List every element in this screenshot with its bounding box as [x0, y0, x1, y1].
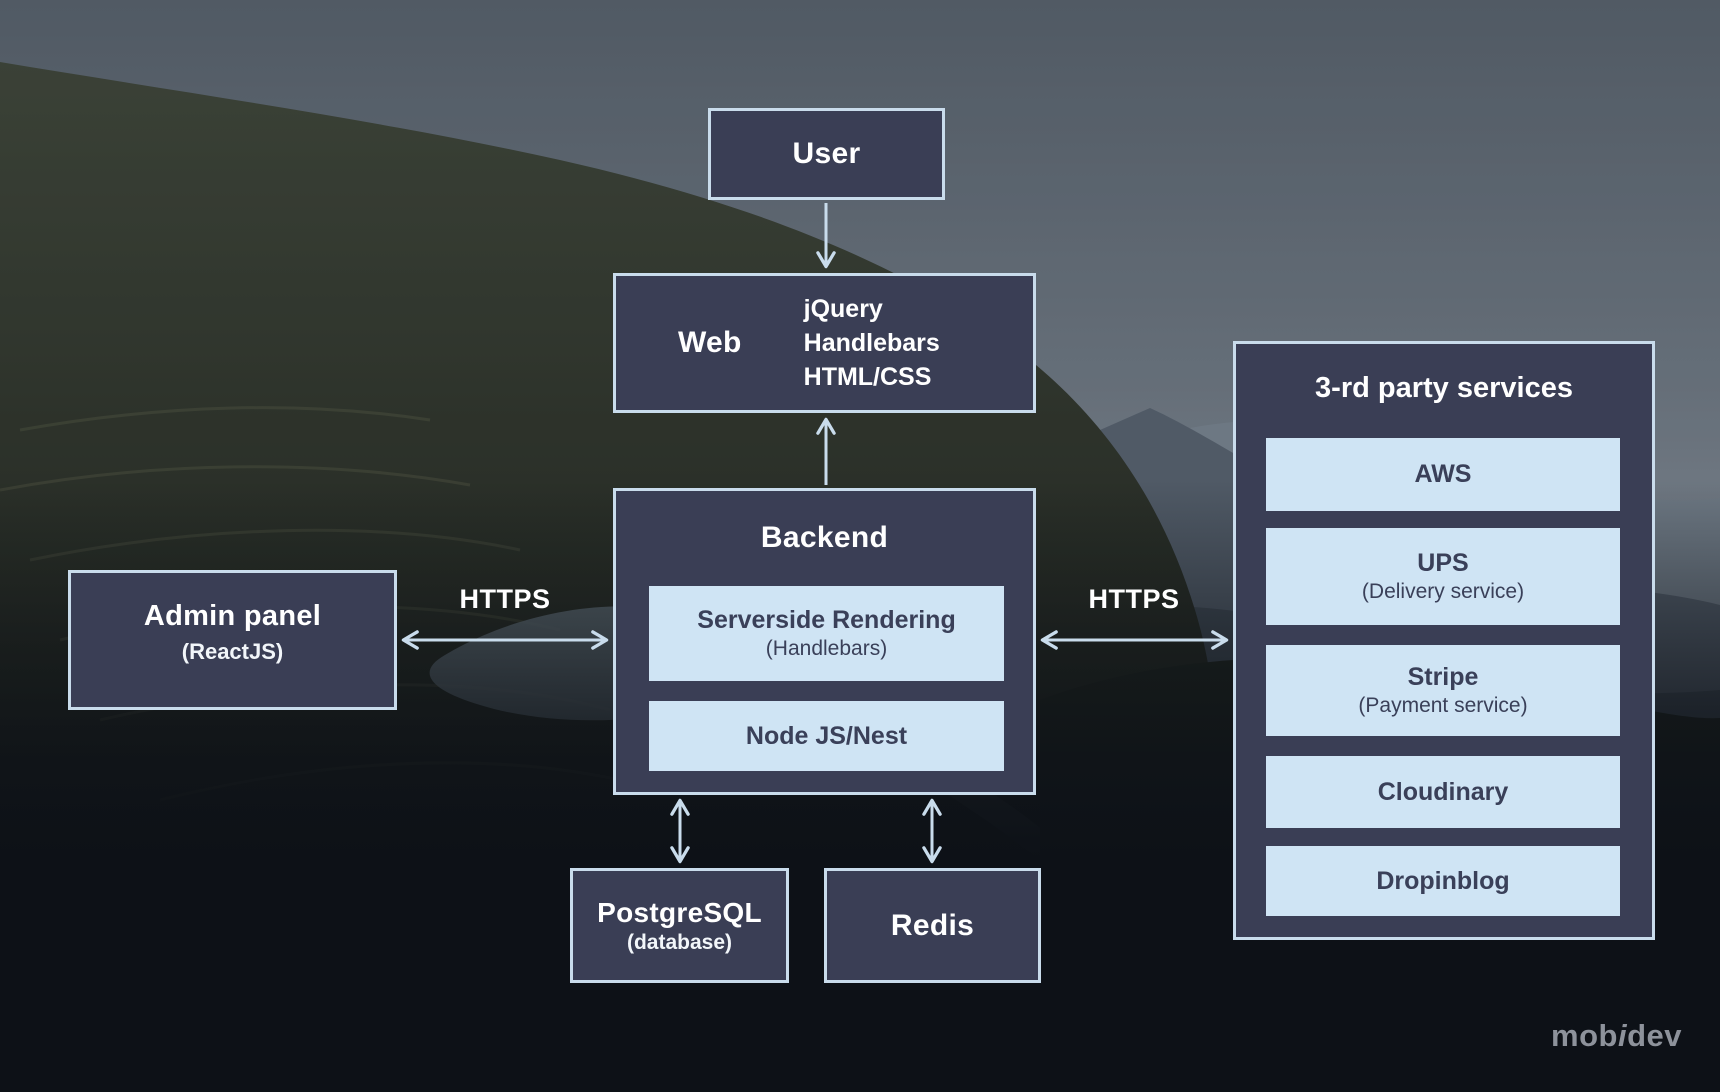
backend-node: Backend Serverside Rendering (Handlebars…	[613, 488, 1036, 795]
https-label-backend-services: HTTPS	[1088, 584, 1180, 614]
web-tech-item: jQuery	[803, 294, 883, 323]
postgresql-title: PostgreSQL	[597, 896, 762, 928]
service-title: Dropinblog	[1376, 866, 1510, 895]
web-node: Web jQuery Handlebars HTML/CSS	[613, 273, 1036, 413]
logo-prefix: mob	[1551, 1018, 1618, 1053]
service-cloudinary: Cloudinary	[1266, 756, 1620, 828]
web-tech-list: jQuery Handlebars HTML/CSS	[804, 294, 1033, 393]
logo-suffix: dev	[1627, 1018, 1682, 1053]
https-label-admin-backend: HTTPS	[459, 584, 551, 614]
service-ups: UPS (Delivery service)	[1266, 528, 1620, 625]
postgresql-node: PostgreSQL (database)	[570, 868, 789, 983]
mobidev-logo: mobidev	[1551, 1018, 1682, 1054]
service-subtitle: (Payment service)	[1358, 694, 1528, 717]
service-title: Stripe	[1407, 663, 1479, 691]
user-node: User	[708, 108, 945, 200]
service-stripe: Stripe (Payment service)	[1266, 645, 1620, 736]
service-dropinblog: Dropinblog	[1266, 846, 1620, 916]
user-node-title: User	[792, 137, 861, 170]
web-node-title-cell: Web	[616, 326, 804, 360]
backend-component-serverside-rendering: Serverside Rendering (Handlebars)	[649, 586, 1004, 681]
redis-node: Redis	[824, 868, 1041, 983]
service-title: UPS	[1417, 549, 1469, 577]
admin-panel-subtitle: (ReactJS)	[181, 638, 284, 664]
service-title: AWS	[1414, 460, 1472, 488]
backend-component-nodejs: Node JS/Nest	[649, 701, 1004, 771]
web-tech-item: Handlebars	[803, 328, 940, 357]
backend-node-title: Backend	[760, 521, 889, 554]
postgresql-subtitle: (database)	[626, 930, 733, 954]
component-subtitle: (Handlebars)	[765, 637, 888, 660]
logo-italic-i: i	[1617, 1018, 1628, 1053]
third-party-panel-title: 3-rd party services	[1315, 372, 1573, 404]
redis-title: Redis	[890, 908, 975, 942]
web-tech-item: HTML/CSS	[803, 362, 932, 391]
service-title: Cloudinary	[1377, 777, 1509, 806]
admin-panel-node: Admin panel (ReactJS)	[68, 570, 397, 710]
web-node-title: Web	[677, 326, 742, 359]
third-party-services-panel: 3-rd party services AWS UPS (Delivery se…	[1233, 341, 1655, 940]
component-title: Node JS/Nest	[745, 721, 908, 750]
admin-panel-title: Admin panel	[143, 599, 322, 632]
service-subtitle: (Delivery service)	[1361, 580, 1525, 603]
service-aws: AWS	[1266, 438, 1620, 511]
component-title: Serverside Rendering	[697, 606, 956, 634]
